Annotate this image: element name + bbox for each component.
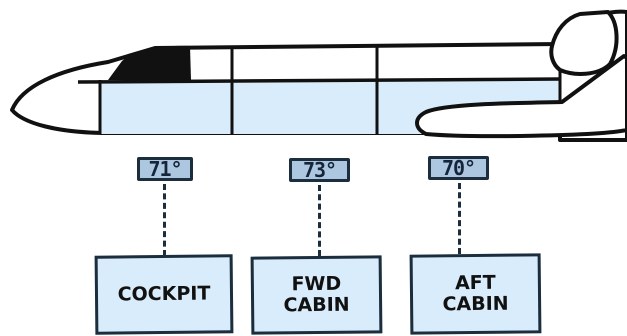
aft-cabin-connector <box>458 183 461 254</box>
fwd-cabin-connector <box>318 185 321 256</box>
cockpit-window <box>108 45 191 80</box>
fwd-cabin-label-line-2: CABIN <box>283 293 350 317</box>
aft-cabin-zone-box: AFT CABIN <box>409 253 542 335</box>
cockpit-connector <box>163 184 166 256</box>
cabin-top-line <box>77 77 562 84</box>
fwd-cabin-label-line-1: FWD <box>291 272 342 296</box>
aft-cabin-label-line-1: AFT <box>454 271 496 295</box>
fwd-cabin-temp-tag: 73° <box>289 158 350 182</box>
aft-cabin-label-line-2: CABIN <box>442 292 509 316</box>
cockpit-zone-box: COCKPIT <box>94 254 234 335</box>
engine-nacelle <box>549 10 619 76</box>
cockpit-temp-tag: 71° <box>137 157 193 181</box>
fwd-cabin-zone-box: FWD CABIN <box>250 255 383 335</box>
wing-outline <box>415 54 627 139</box>
aft-cabin-temp-tag: 70° <box>428 156 489 180</box>
cockpit-label: COCKPIT <box>117 282 211 306</box>
